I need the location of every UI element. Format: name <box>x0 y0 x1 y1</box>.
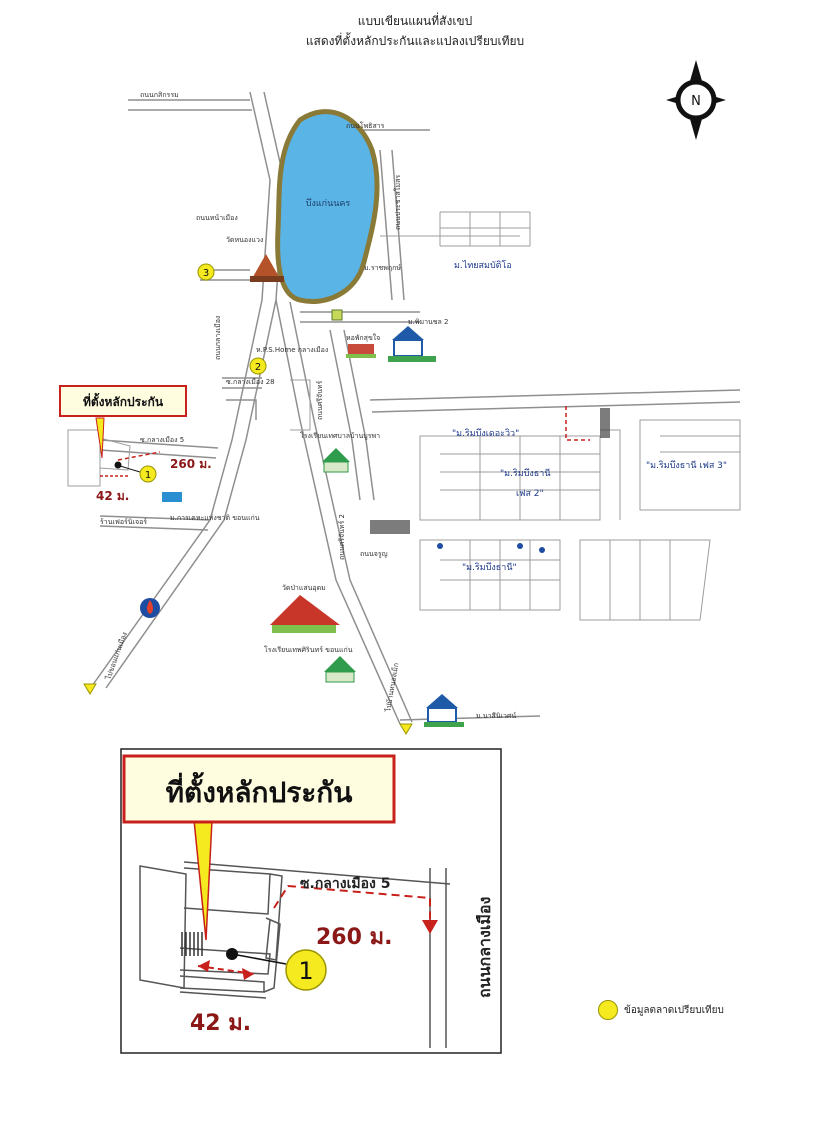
compass-icon: N <box>666 60 726 140</box>
legend-label: ข้อมูลตลาดเปรียบเทียบ <box>624 1004 724 1016</box>
svg-text:ม.ไทยสมบัติโอ: ม.ไทยสมบัติโอ <box>454 260 512 271</box>
svg-text:ถนนศรีจันทร์: ถนนศรีจันทร์ <box>316 380 324 420</box>
legend: ข้อมูลตลาดเปรียบเทียบ <box>598 1000 724 1020</box>
svg-text:3: 3 <box>203 268 209 279</box>
svg-text:ถนนหน้าเมือง: ถนนหน้าเมือง <box>196 214 238 222</box>
shop-icon <box>162 492 182 502</box>
svg-text:ถนนกสิกรรม: ถนนกสิกรรม <box>140 91 179 99</box>
svg-text:ถนนประชาสโมสร: ถนนประชาสโมสร <box>393 175 402 230</box>
dim-42-label: 42 ม. <box>96 489 129 503</box>
lake-label: บึงแก่นนคร <box>306 198 351 209</box>
house-icon <box>388 326 464 727</box>
temple-icon <box>250 254 284 282</box>
comparable-marker-1: 1 <box>139 465 157 483</box>
lake-shape <box>275 109 380 304</box>
inset-marker-1: 1 <box>285 949 327 991</box>
school-icon <box>322 448 356 683</box>
svg-text:ถนนโพธิสาร: ถนนโพธิสาร <box>346 121 385 130</box>
svg-text:"ม.ริมบึงธานี: "ม.ริมบึงธานี <box>500 468 551 479</box>
svg-text:หอพักสุขใจ: หอพักสุขใจ <box>346 333 380 342</box>
svg-text:วัดหนองแวง: วัดหนองแวง <box>226 236 263 244</box>
svg-text:วัดป่าแสนอุดม: วัดป่าแสนอุดม <box>282 584 326 592</box>
svg-text:ถนนกลางเมือง: ถนนกลางเมือง <box>214 316 222 360</box>
map-subtitle: แสดงที่ตั้งหลักประกันและแปลงเปรียบเทียบ <box>305 34 525 48</box>
svg-text:ม.พิมานชล 2: ม.พิมานชล 2 <box>408 318 449 326</box>
inset-soi-label: ซ.กลางเมือง 5 <box>300 876 390 892</box>
inset-dim-42: 42 ม. <box>190 1011 251 1036</box>
svg-text:ถนนศรีจันทร์ 2: ถนนศรีจันทร์ 2 <box>338 514 346 560</box>
svg-text:"ม.ริมบึงธานี": "ม.ริมบึงธานี" <box>462 562 517 573</box>
svg-text:ซ.กลางเมือง 5: ซ.กลางเมือง 5 <box>140 436 184 444</box>
gas-station-icon <box>140 598 160 618</box>
svg-text:ม.การเคหะแห่งชาติ ขอนแก่น: ม.การเคหะแห่งชาติ ขอนแก่น <box>170 514 260 522</box>
svg-text:ม.นาสีนิเวศน์: ม.นาสีนิเวศน์ <box>476 712 516 720</box>
inset-dim-260: 260 ม. <box>316 925 392 950</box>
comparable-marker-3: 3 <box>197 263 215 281</box>
comparable-marker-2: 2 <box>249 357 267 375</box>
svg-text:ที่ตั้งหลักประกัน: ที่ตั้งหลักประกัน <box>83 392 164 409</box>
dim-260-label: 260 ม. <box>170 457 212 471</box>
inset-map: ที่ตั้งหลักประกัน 1 ซ.กลางเมือง 5 ถนนกลา… <box>120 748 502 1054</box>
inset-callout: ที่ตั้งหลักประกัน <box>122 754 396 941</box>
svg-text:ม.ราชพฤกษ์: ม.ราชพฤกษ์ <box>364 264 401 272</box>
legend-marker-icon <box>598 1000 618 1020</box>
property-callout: ที่ตั้งหลักประกัน <box>59 385 187 459</box>
svg-text:โรงเรียนเทศบาลบ้านบูรพา: โรงเรียนเทศบาลบ้านบูรพา <box>300 431 380 440</box>
svg-text:1: 1 <box>298 957 313 985</box>
svg-text:1: 1 <box>145 470 151 481</box>
svg-text:โรงเรียนเทพศิรินทร์ ขอนแก่น: โรงเรียนเทพศิรินทร์ ขอนแก่น <box>264 645 353 654</box>
svg-text:"ม.ริมบึงธานี เฟส 3": "ม.ริมบึงธานี เฟส 3" <box>646 460 727 471</box>
main-map: บึงแก่นนคร <box>59 91 741 735</box>
building-icon <box>348 344 374 354</box>
svg-text:"ม.ริมบึงเดอะวิว": "ม.ริมบึงเดอะวิว" <box>452 428 519 439</box>
svg-text:ไปบ้านหนองเม็ก: ไปบ้านหนองเม็ก <box>383 662 401 713</box>
temple-icon <box>270 595 340 633</box>
svg-text:ถนนจรูญ: ถนนจรูญ <box>360 550 388 558</box>
compass-north-label: N <box>691 94 701 109</box>
svg-text:2: 2 <box>255 362 261 373</box>
inset-road-label: ถนนกลางเมือง <box>475 897 494 998</box>
svg-text:ห.P.S.Home กลางเมือง: ห.P.S.Home กลางเมือง <box>256 346 328 354</box>
svg-text:เฟส 2": เฟส 2" <box>516 489 544 499</box>
map-title: แบบเขียนแผนที่สังเขป <box>357 14 473 28</box>
svg-text:ที่ตั้งหลักประกัน: ที่ตั้งหลักประกัน <box>166 771 353 809</box>
svg-text:ซ.กลางเมือง 28: ซ.กลางเมือง 28 <box>226 378 275 386</box>
svg-text:ร้านเฟอร์นิเจอร์: ร้านเฟอร์นิเจอร์ <box>100 518 147 526</box>
